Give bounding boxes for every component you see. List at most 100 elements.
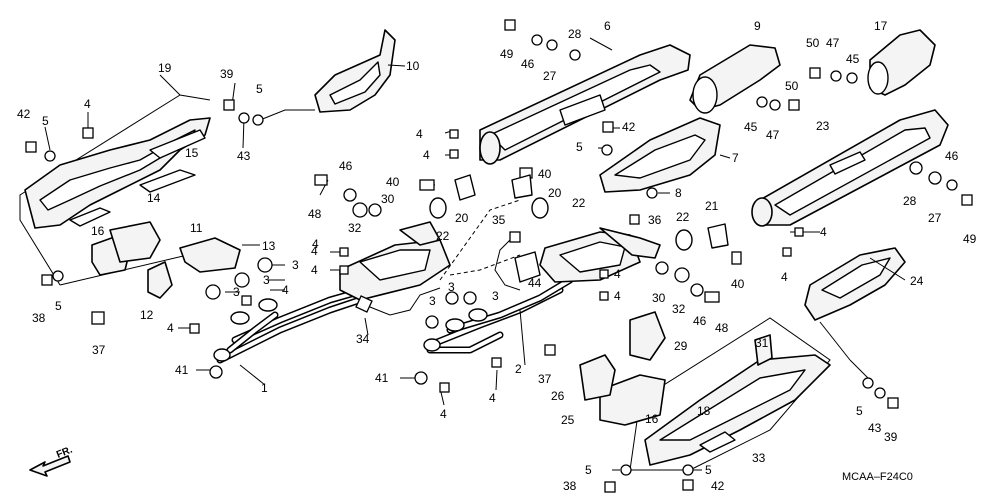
- bolt-42b: [602, 121, 614, 133]
- bolt-38a: [41, 274, 53, 286]
- callout-c29: 29: [674, 339, 688, 353]
- callout-c19: 19: [158, 61, 172, 75]
- callout-c44: 44: [528, 276, 542, 290]
- nut-4j: [599, 269, 609, 279]
- stay-line-a: [439, 199, 521, 281]
- washer-32a: [352, 202, 368, 218]
- catalyst-left: [339, 221, 451, 301]
- fasteners: [25, 19, 973, 493]
- callout-c4g: 4: [311, 244, 318, 258]
- nut-4k: [599, 291, 609, 301]
- grommet-3c: [205, 284, 221, 300]
- nut-4g: [339, 247, 349, 257]
- catalyst-right: [539, 227, 661, 283]
- collar-28b: [909, 161, 923, 175]
- callout-c49b: 49: [963, 232, 977, 246]
- washer-5c: [52, 270, 64, 282]
- callout-c45a: 45: [846, 52, 860, 66]
- gasket-22a: [429, 197, 447, 219]
- callout-c39b: 39: [884, 430, 898, 444]
- callout-c22b: 22: [572, 196, 586, 210]
- bolt-30b: [655, 261, 669, 275]
- bracket-12: [147, 261, 173, 299]
- callout-c4j: 4: [614, 267, 621, 281]
- callout-c30a: 30: [381, 192, 395, 206]
- callout-c28b: 28: [903, 194, 917, 208]
- callout-c1: 1: [261, 381, 268, 395]
- muffler-23: [751, 109, 949, 227]
- callout-c41a: 41: [175, 363, 189, 377]
- callout-c40a: 40: [386, 175, 400, 189]
- exhaust-pipe-1: [213, 286, 369, 364]
- callout-c2: 2: [515, 362, 522, 376]
- gasket-22b: [531, 197, 549, 219]
- washer-46c: [690, 283, 704, 297]
- callout-c5d: 5: [576, 140, 583, 154]
- muffler-shield-10: [254, 29, 406, 123]
- callout-c5b: 5: [256, 82, 263, 96]
- washer-47b: [769, 99, 781, 111]
- callout-c20b: 20: [548, 186, 562, 200]
- grommet-3e: [445, 291, 459, 305]
- callout-c12: 12: [140, 308, 154, 322]
- bolt-37b: [544, 344, 556, 356]
- nut-36: [629, 214, 640, 225]
- callout-c4k: 4: [614, 289, 621, 303]
- callout-c8: 8: [675, 186, 682, 200]
- callout-c23: 23: [816, 119, 830, 133]
- callout-c11: 11: [190, 221, 203, 235]
- callout-c5f: 5: [705, 463, 712, 477]
- gasket-22c: [675, 229, 693, 251]
- callout-c46d: 46: [945, 149, 959, 163]
- bolt-30a: [368, 203, 382, 217]
- bracket-31: [754, 334, 773, 366]
- end-cap-17: [867, 29, 936, 96]
- callout-c33: 33: [752, 451, 766, 465]
- bolt-50a: [809, 67, 821, 79]
- o2-sensor-wire-35: [494, 234, 521, 291]
- callout-c45b: 45: [744, 120, 758, 134]
- callout-c14: 14: [147, 191, 161, 205]
- direction-label: FR.: [55, 444, 74, 460]
- bolt-50b: [788, 99, 800, 111]
- callout-c5g: 5: [856, 404, 863, 418]
- end-cap-9: [689, 44, 781, 114]
- nut-4m: [794, 227, 804, 237]
- bracket-11: [109, 221, 161, 263]
- callout-c42c: 42: [711, 479, 725, 493]
- bolt-48b: [704, 291, 720, 303]
- callout-c13: 13: [262, 239, 276, 253]
- collar-43a: [238, 112, 250, 124]
- washer-27a: [546, 39, 558, 51]
- nut-41a: [209, 365, 223, 379]
- callout-c46a: 46: [339, 159, 353, 173]
- bracket-25: [599, 374, 666, 426]
- bolt-40c: [731, 251, 742, 265]
- washer-47a: [830, 70, 842, 82]
- callout-c43b: 43: [868, 421, 882, 435]
- bolt-49b: [961, 194, 973, 206]
- bolt-49a: [504, 19, 516, 31]
- washer-46a: [343, 188, 357, 202]
- callout-c3a: 3: [292, 258, 299, 272]
- callout-c40b: 40: [538, 167, 552, 181]
- stay-line-b: [449, 254, 521, 276]
- heat-shield-24-inner: [821, 257, 891, 299]
- callout-c35: 35: [492, 213, 506, 227]
- callout-c3e: 3: [448, 280, 455, 294]
- callout-c46b: 46: [521, 57, 535, 71]
- callout-c9: 9: [754, 19, 761, 33]
- bolt-39a: [223, 99, 235, 111]
- callout-c43a: 43: [237, 149, 251, 163]
- bolt-39b: [887, 397, 899, 409]
- washer-46d: [946, 179, 958, 191]
- callout-c10: 10: [406, 59, 420, 73]
- nut-4h: [339, 265, 349, 275]
- callout-c47b: 47: [766, 128, 780, 142]
- nut-4c: [189, 323, 200, 334]
- nut-4e: [449, 129, 459, 139]
- callout-c3f: 3: [492, 289, 499, 303]
- washer-5a: [44, 150, 56, 162]
- callout-c48a: 48: [308, 207, 322, 221]
